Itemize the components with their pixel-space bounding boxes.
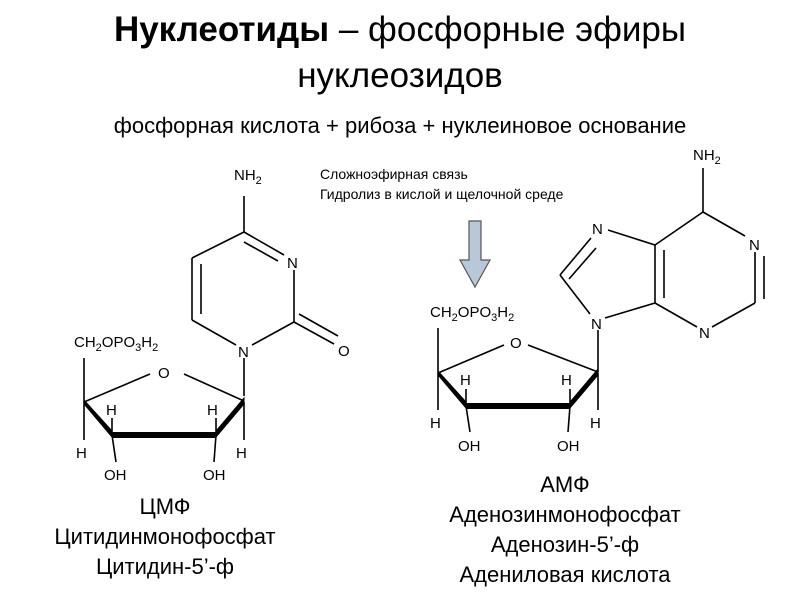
- cmp-bond-c4p-o: [83, 373, 151, 403]
- amp-short-name: Аденозин-5’-ф: [490, 532, 640, 557]
- cmp-bond-o-c1p: [183, 373, 245, 402]
- amp-n9-label: N: [591, 316, 602, 333]
- amp-bond-c3p-oh: [465, 405, 471, 433]
- cmp-bond-c2-n1: [251, 321, 295, 346]
- amp-bond-c5-c6: [654, 211, 704, 246]
- cmp-caption: ЦМФ Цитидинмонофосфат Цитидин-5’-ф: [40, 492, 290, 582]
- cmp-h-c3p: H: [106, 402, 117, 419]
- amp-n3-label: N: [699, 325, 710, 342]
- arrow-down-icon: [458, 220, 492, 289]
- cmp-h-c1p: H: [236, 445, 247, 462]
- note-ester-bond: Сложноэфирная связь: [320, 166, 468, 182]
- cmp-abbrev: ЦМФ: [139, 494, 191, 519]
- amp-bond-n7-c8-double: [568, 247, 597, 280]
- amp-bond-o-c1p: [527, 344, 599, 373]
- cmp-oh-c2p: OH: [203, 467, 226, 484]
- cmp-bond-c2-o-double: [298, 313, 339, 337]
- amp-bond-c5-n7: [607, 229, 656, 246]
- cmp-ring-o-label: O: [158, 365, 170, 382]
- amp-ch2opo3h2-label: CH2OPO3H2: [430, 304, 514, 324]
- cmp-short-name: Цитидин-5’-ф: [95, 554, 235, 579]
- amp-labels: NH2 N N N N O CH2OPO3H2 H H H H OH OH: [430, 147, 760, 455]
- amp-bond-c8-n9: [559, 274, 591, 315]
- cmp-bond-c4-n3-double: [243, 241, 279, 262]
- cmp-bond-n1-c6: [191, 319, 237, 346]
- amp-bond-c6-n1: [702, 211, 746, 237]
- amp-bond-n9-c4: [604, 302, 656, 319]
- amp-bond-c2p-oh: [567, 405, 571, 433]
- cmp-bond-c2-o: [293, 321, 335, 345]
- amp-h-c4p: H: [430, 415, 441, 432]
- amp-alt-name: Адениловая кислота: [459, 562, 671, 587]
- amp-wedge-right: [569, 367, 599, 410]
- amp-full-name: Аденозинмонофосфат: [449, 502, 681, 527]
- cmp-oxo-label: O: [338, 343, 350, 360]
- amp-n7-label: N: [592, 221, 603, 238]
- cmp-labels: NH2 N N O O CH2OPO3H2 H H H H OH OH: [74, 167, 350, 484]
- amp-structure: [437, 168, 765, 433]
- cmp-h-c2p: H: [207, 402, 218, 419]
- cmp-bond-c5-c4: [191, 231, 245, 259]
- amp-caption: АМФ Аденозинмонофосфат Аденозин-5’-ф Аде…: [420, 470, 710, 590]
- title-line-1: Нуклеотиды – фосфорные эфиры: [0, 8, 800, 52]
- amp-bond-c2-n3: [711, 302, 756, 328]
- cmp-ch2opo3h2-label: CH2OPO3H2: [74, 334, 158, 354]
- title-line-2: нуклеозидов: [297, 56, 503, 95]
- amp-oh-c2p: OH: [557, 438, 580, 455]
- amp-bond-n7-c8: [559, 237, 592, 276]
- cmp-nh2-label: NH2: [234, 167, 262, 187]
- cmp-full-name: Цитидинмонофосфат: [54, 524, 276, 549]
- subtitle: фосфорная кислота + рибоза + нуклеиновое…: [113, 113, 687, 138]
- amp-nh2-label: NH2: [693, 147, 721, 167]
- amp-h-c2p: H: [561, 372, 572, 389]
- amp-h-c1p: H: [590, 415, 601, 432]
- amp-abbrev: АМФ: [540, 472, 590, 497]
- cmp-structure: [83, 196, 339, 463]
- cmp-bond-c3p-oh: [111, 434, 117, 463]
- title-rest: – фосфорные эфиры: [329, 10, 687, 49]
- amp-oh-c3p: OH: [458, 438, 481, 455]
- cmp-wedge-right: [215, 396, 245, 439]
- cmp-n1-label: N: [238, 344, 249, 361]
- note-hydrolysis: Гидролиз в кислой и щелочной среде: [320, 186, 564, 202]
- cmp-h-c4p: H: [76, 445, 87, 462]
- cmp-n3-label: N: [287, 255, 298, 272]
- amp-n1-label: N: [749, 237, 760, 254]
- cmp-oh-c3p: OH: [104, 467, 127, 484]
- amp-bond-c4p-o: [437, 344, 505, 374]
- amp-ring-o-label: O: [510, 335, 522, 352]
- cmp-bond-c2p-oh: [213, 434, 217, 463]
- amp-bond-n3-c4: [654, 302, 698, 328]
- title-term: Нуклеотиды: [113, 10, 330, 49]
- amp-h-c3p: H: [460, 372, 471, 389]
- cmp-bond-c4-n3: [243, 231, 285, 256]
